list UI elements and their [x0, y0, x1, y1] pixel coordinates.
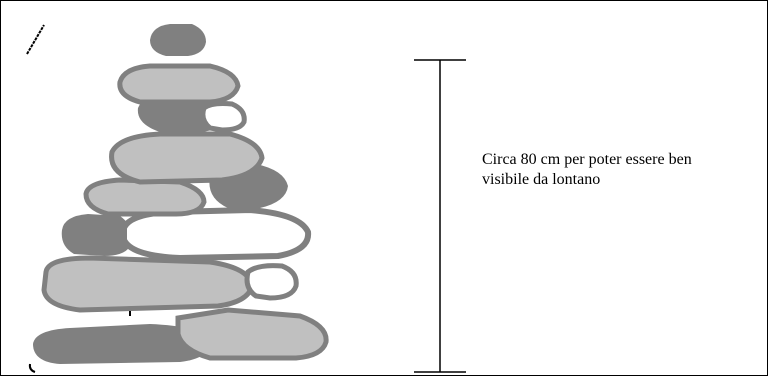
height-dimension-icon: [414, 59, 466, 373]
stone-dark-left: [61, 214, 133, 256]
stone-upper-middle: [109, 131, 265, 185]
height-annotation-text: Circa 80 cm per poter essere ben visibil…: [482, 151, 692, 188]
corner-mark-bottom: [28, 363, 36, 373]
stone-small-upper-right: [200, 101, 247, 133]
stone-bottom-left: [33, 324, 211, 364]
stone-top: [150, 24, 206, 56]
stone-wide-outline: [121, 206, 312, 262]
stone-upper: [117, 63, 241, 105]
stone-bottom-right: [175, 307, 329, 361]
stone-small-right: [244, 263, 299, 301]
corner-mark-top: [26, 24, 45, 55]
stone-large-lower: [41, 255, 255, 313]
stone-middle-left: [83, 177, 207, 217]
